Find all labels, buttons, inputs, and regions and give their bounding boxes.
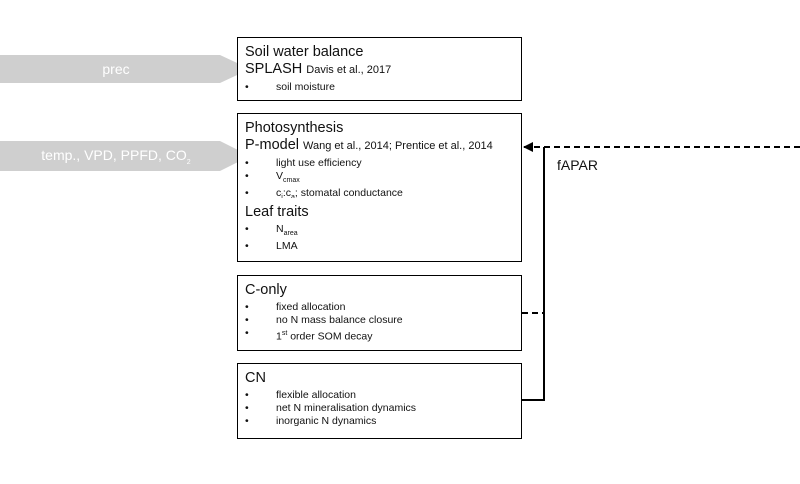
photo-list: light use efficiency Vcmax ci:ca; stomat… bbox=[245, 157, 514, 204]
conly-item-3-rest: order SOM decay bbox=[287, 330, 373, 343]
photo-model-name: P-model bbox=[245, 137, 299, 153]
narea-sub: area bbox=[283, 230, 298, 238]
leaf-traits-box: Leaf traits Narea LMA bbox=[237, 198, 522, 262]
fapar-label: fAPAR bbox=[557, 157, 598, 173]
leaf-list: Narea LMA bbox=[245, 223, 514, 253]
swb-list: soil moisture bbox=[245, 81, 514, 94]
conly-list: fixed allocation no N mass balance closu… bbox=[245, 301, 514, 344]
conly-item-1: fixed allocation bbox=[245, 301, 514, 314]
ca-c: :c bbox=[282, 187, 291, 200]
cn-list: flexible allocation net N mineralisation… bbox=[245, 389, 514, 428]
vcmax-sub: cmax bbox=[283, 177, 300, 185]
soil-water-balance-box: Soil water balance SPLASH Davis et al., … bbox=[237, 37, 522, 101]
cn-title: CN bbox=[245, 370, 266, 386]
swb-item-soil-moisture: soil moisture bbox=[245, 81, 514, 94]
vcmax-main: V bbox=[276, 170, 284, 182]
meteo-label-text: temp., VPD, PPFD, CO bbox=[41, 146, 187, 163]
photo-citation: Wang et al., 2014; Prentice et al., 2014 bbox=[303, 140, 493, 152]
cn-item-3: inorganic N dynamics bbox=[245, 415, 514, 428]
conly-item-3: 1st order SOM decay bbox=[245, 327, 514, 344]
photo-item-vcmax: Vcmax bbox=[245, 170, 514, 187]
meteo-input-arrow: temp., VPD, PPFD, CO2 bbox=[0, 141, 250, 171]
swb-model: SPLASH Davis et al., 2017 bbox=[245, 61, 514, 79]
narea-main: N bbox=[276, 223, 284, 235]
leaf-item-narea: Narea bbox=[245, 223, 514, 240]
photo-title: Photosynthesis bbox=[245, 120, 344, 136]
photo-item-cica: ci:ca; stomatal conductance bbox=[245, 187, 514, 204]
cn-item-1: flexible allocation bbox=[245, 389, 514, 402]
cn-box: CN flexible allocation net N mineralisat… bbox=[237, 363, 522, 439]
prec-label: prec bbox=[102, 61, 130, 77]
swb-model-name: SPLASH bbox=[245, 61, 303, 77]
photo-item-lue: light use efficiency bbox=[245, 157, 514, 170]
conly-item-2: no N mass balance closure bbox=[245, 314, 514, 327]
swb-title: Soil water balance bbox=[245, 44, 364, 60]
conly-item-3-num: 1 bbox=[276, 330, 282, 343]
ca-sub: a bbox=[291, 194, 295, 201]
conly-item-3-sup: st bbox=[281, 330, 288, 337]
cn-item-2: net N mineralisation dynamics bbox=[245, 402, 514, 415]
ci-sub: i bbox=[281, 194, 283, 201]
swb-citation: Davis et al., 2017 bbox=[306, 64, 392, 76]
prec-input-arrow: prec bbox=[0, 55, 250, 83]
conly-title: C-only bbox=[245, 282, 287, 298]
co2-subscript: 2 bbox=[186, 158, 191, 166]
leaf-item-lma: LMA bbox=[245, 240, 514, 253]
meteo-label: temp., VPD, PPFD, CO2 bbox=[41, 147, 190, 166]
photosynthesis-box: Photosynthesis P-model Wang et al., 2014… bbox=[237, 113, 522, 201]
cn-feedback-line bbox=[522, 147, 545, 401]
leaf-title: Leaf traits bbox=[245, 204, 309, 220]
stomatal-text: ; stomatal conductance bbox=[294, 187, 403, 200]
c-only-box: C-only fixed allocation no N mass balanc… bbox=[237, 275, 522, 351]
photo-model: P-model Wang et al., 2014; Prentice et a… bbox=[245, 137, 514, 155]
ci-c: c bbox=[276, 187, 282, 200]
